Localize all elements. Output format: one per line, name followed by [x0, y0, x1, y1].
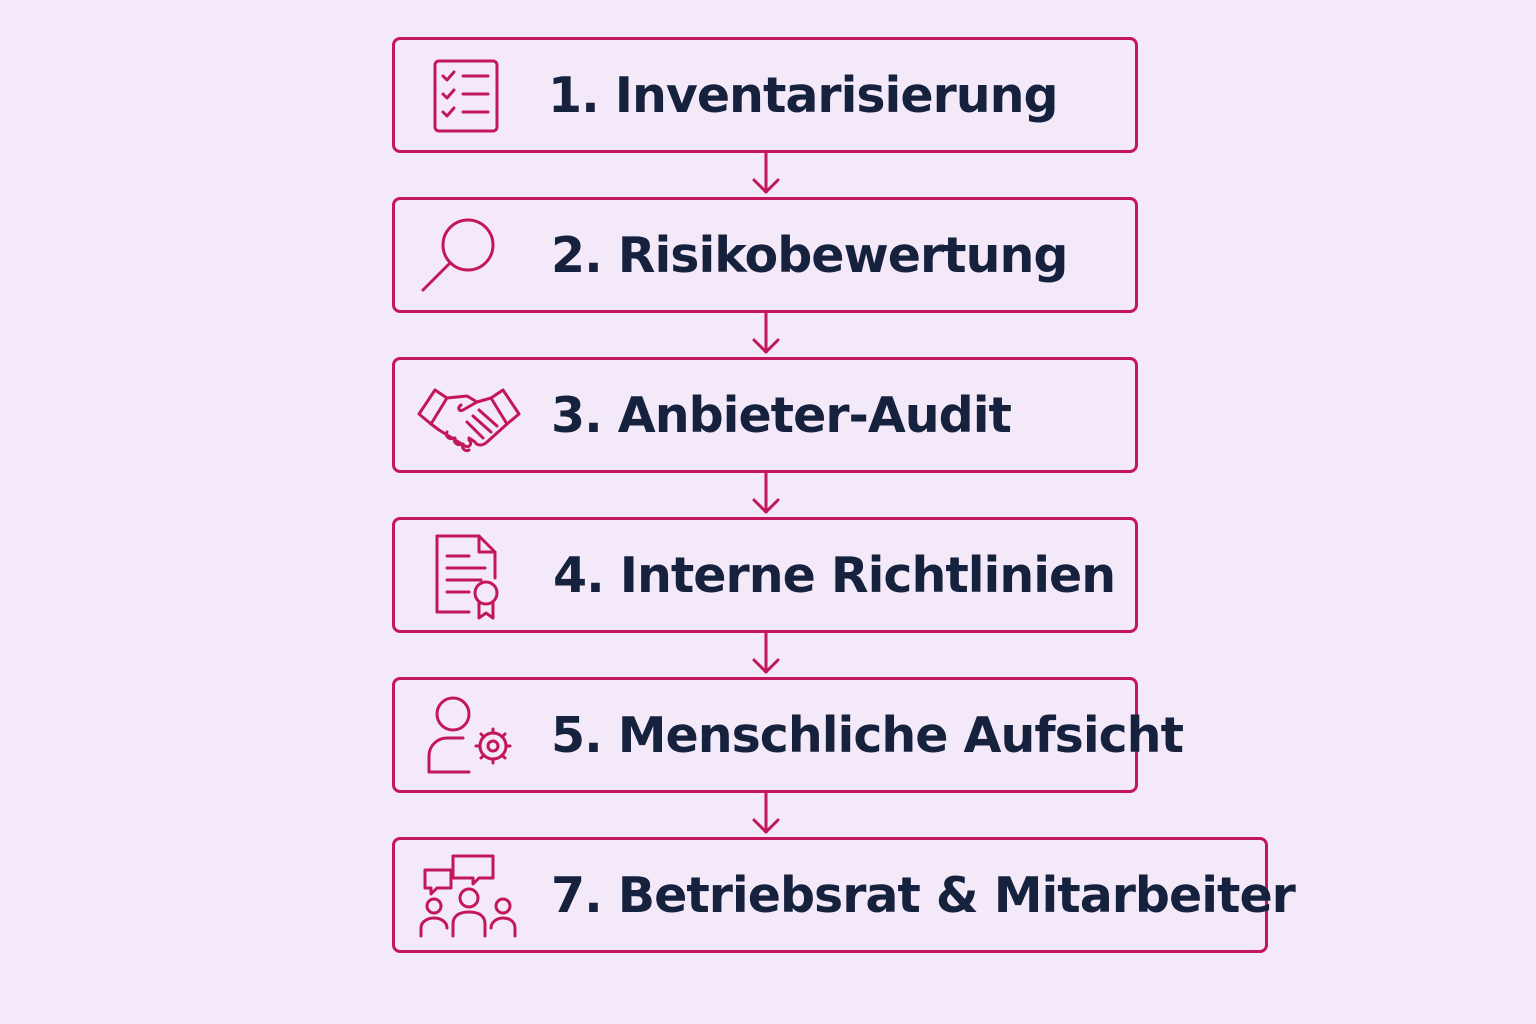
step-label: 1. Inventarisierung: [548, 66, 1059, 124]
arrow-down-icon: [748, 150, 784, 200]
step-box-risikobewertung: 2. Risikobewertung: [392, 197, 1138, 313]
step-box-betriebsrat-mitarbeiter: 7. Betriebsrat & Mitarbeiter: [392, 837, 1296, 953]
arrow-down-icon: [748, 790, 784, 840]
arrow-down-icon: [748, 470, 784, 520]
step-label: 4. Interne Richtlinien: [553, 546, 1116, 604]
step-box-menschliche-aufsicht: 5. Menschliche Aufsicht: [392, 677, 1184, 793]
checklist-icon: [417, 52, 521, 140]
user-gear-icon: [417, 692, 521, 780]
arrow-down-icon: [748, 310, 784, 360]
step-label: 3. Anbieter-Audit: [551, 386, 1012, 444]
step-label: 2. Risikobewertung: [551, 226, 1068, 284]
step-label: 5. Menschliche Aufsicht: [551, 706, 1184, 764]
step-box-anbieter-audit: 3. Anbieter-Audit: [392, 357, 1138, 473]
magnifier-icon: [417, 212, 521, 300]
group-chat-icon: [417, 852, 521, 940]
certificate-document-icon: [417, 532, 521, 620]
handshake-icon: [417, 372, 521, 460]
step-box-interne-richtlinien: 4. Interne Richtlinien: [392, 517, 1138, 633]
arrow-down-icon: [748, 630, 784, 680]
step-label: 7. Betriebsrat & Mitarbeiter: [551, 866, 1296, 924]
step-box-inventarisierung: 1. Inventarisierung: [392, 37, 1138, 153]
